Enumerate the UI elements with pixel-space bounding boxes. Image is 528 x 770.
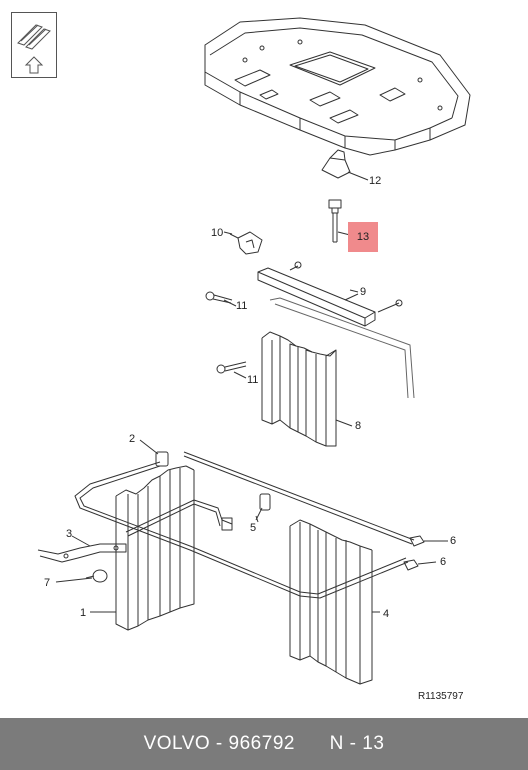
callout-3: 3	[66, 528, 73, 540]
callout-8: 8	[355, 420, 362, 432]
screw-11-lower	[216, 361, 247, 379]
screw-11-upper	[205, 291, 237, 307]
clip-6-upper	[409, 535, 448, 547]
bracket-3	[37, 535, 127, 563]
footer-spacer	[295, 733, 330, 755]
reference-code: R1135797	[418, 691, 464, 702]
navigation-icon-box[interactable]	[11, 12, 57, 78]
callout-1: 1	[80, 607, 87, 619]
window-frame-upper	[269, 297, 415, 399]
bracket-12	[321, 149, 369, 181]
roof-panel	[204, 17, 471, 156]
footer-brand: VOLVO	[143, 733, 211, 754]
frame-rod-right	[183, 451, 415, 545]
fastener-7	[55, 569, 108, 583]
callout-10: 10	[211, 227, 224, 239]
rail-9	[257, 261, 403, 327]
callout-7: 7	[44, 577, 51, 589]
callout-13-label: 13	[356, 231, 370, 243]
clip-2	[139, 439, 169, 467]
footer-position-label: N - 13	[329, 733, 385, 754]
curtain-1	[90, 465, 195, 631]
frame-rod-cross	[125, 499, 233, 537]
bolt-13	[328, 199, 351, 243]
footer-separator: -	[210, 733, 229, 754]
curtain-8	[261, 331, 353, 447]
callout-9: 9	[360, 286, 367, 298]
clip-10	[229, 231, 263, 255]
callout-11-upper: 11	[236, 300, 248, 312]
clip-6-lower	[403, 559, 437, 571]
callout-12: 12	[369, 175, 382, 187]
footer-bar: VOLVO - 966792 N - 13	[0, 718, 528, 770]
curtain-4	[289, 519, 380, 685]
callout-6-lower: 6	[440, 556, 447, 568]
callout-6-upper: 6	[450, 535, 457, 547]
callout-13-highlighted[interactable]: 13	[348, 222, 378, 252]
callout-2: 2	[129, 433, 136, 445]
clip-5	[255, 493, 271, 521]
callout-5: 5	[250, 522, 257, 534]
view-orientation-icon	[17, 24, 51, 74]
exploded-parts-diagram	[37, 17, 471, 685]
frame-rod-left	[74, 461, 409, 599]
callout-4: 4	[383, 608, 390, 620]
footer-part-number: 966792	[228, 733, 295, 754]
callout-11-lower: 11	[247, 374, 259, 386]
